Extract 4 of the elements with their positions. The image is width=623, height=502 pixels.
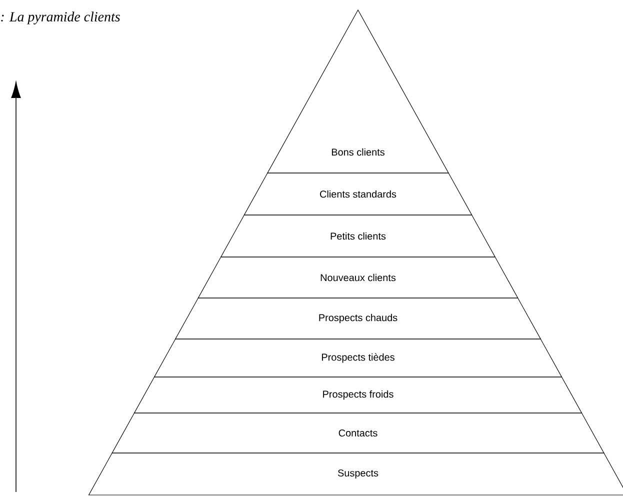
title: : La pyramide clients (1, 12, 120, 24)
pyramid-band: Nouveaux clients (198, 256, 518, 298)
pyramid-band: Clients standards (244, 172, 472, 216)
pyramid-band: Contacts (112, 412, 604, 454)
